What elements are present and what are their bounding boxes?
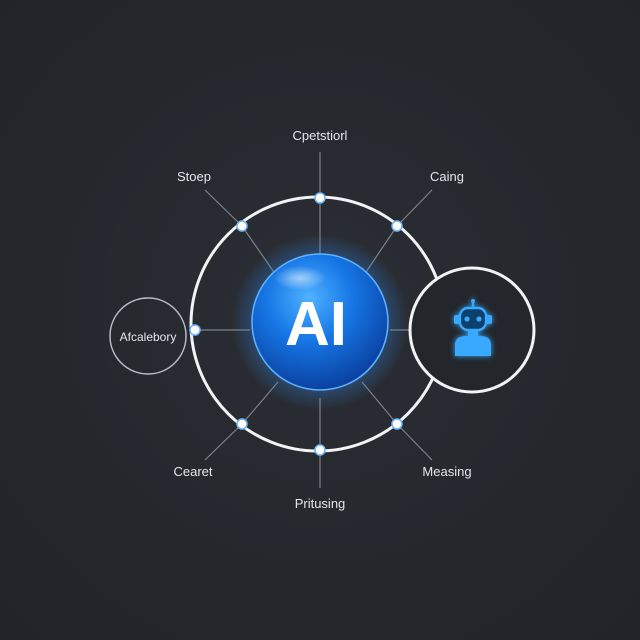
ring-nodes — [189, 192, 403, 456]
spoke-ext-top-left — [204, 189, 243, 227]
label-bottom-right: Measing — [422, 464, 471, 479]
label-top-left: Stoep — [177, 169, 211, 184]
spoke-ext-bottom-right — [396, 423, 433, 461]
label-bottom: Pritusing — [295, 496, 346, 511]
label-top: Cpetstiorl — [293, 128, 348, 143]
node-top-right[interactable] — [391, 220, 403, 232]
node-top[interactable] — [314, 192, 326, 204]
node-bottom-left[interactable] — [236, 418, 248, 430]
node-bottom[interactable] — [314, 444, 326, 456]
spoke-ext-top-right — [396, 189, 433, 227]
node-bottom-right[interactable] — [391, 418, 403, 430]
ai-label: AI — [285, 290, 347, 359]
node-left[interactable] — [189, 324, 201, 336]
ai-bubble-shine — [274, 266, 326, 290]
robot-icon — [454, 299, 492, 356]
left-node-circle[interactable] — [109, 297, 187, 375]
node-top-left[interactable] — [236, 220, 248, 232]
label-left: Afcalebory — [120, 330, 177, 344]
label-top-right: Caing — [430, 169, 464, 184]
spoke-ext-bottom-left — [204, 423, 243, 461]
label-bottom-left: Cearet — [173, 464, 212, 479]
